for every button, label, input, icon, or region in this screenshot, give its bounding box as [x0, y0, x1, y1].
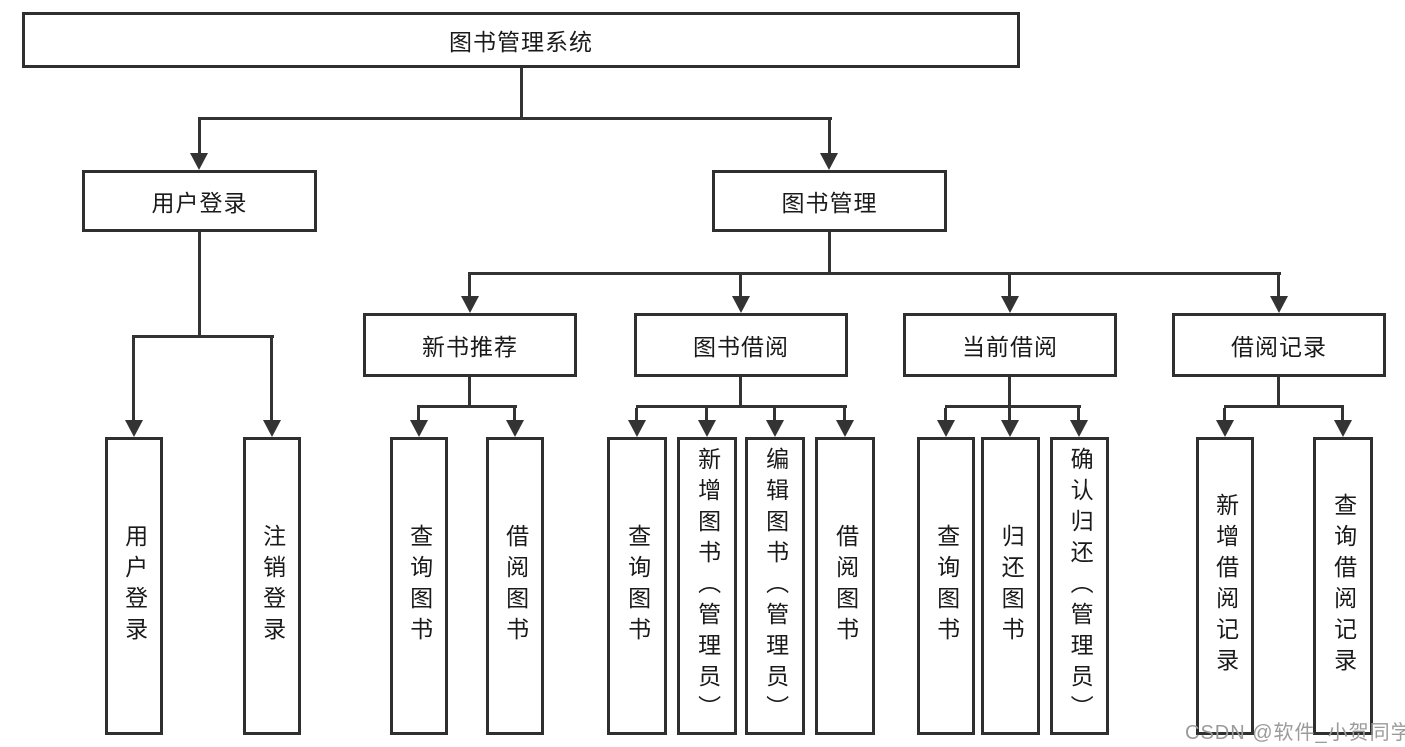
arrowhead-down-icon: [1001, 296, 1019, 313]
leaf-add-books-admin: 新增图书（管理员）: [677, 437, 737, 735]
arrowhead-down-icon: [1334, 420, 1352, 437]
node-label: 借阅图书: [832, 524, 859, 648]
connector-group-split: [945, 405, 1081, 408]
node-label: 确认归还（管理员）: [1067, 446, 1094, 726]
leaf-borrow-books: 借阅图书: [815, 437, 875, 735]
arrowhead-down-icon: [190, 153, 208, 170]
connector-shaft: [417, 408, 420, 421]
arrowhead-down-icon: [461, 296, 479, 313]
connector-level3-split: [468, 272, 1281, 275]
node-new-book-recommend: 新书推荐: [363, 313, 577, 377]
connector-shaft: [739, 275, 742, 297]
leaf-query-books: 查询图书: [390, 437, 448, 735]
node-label: 图书管理: [781, 190, 878, 216]
connector-shaft: [1077, 408, 1080, 421]
connector-shaft: [1277, 275, 1280, 297]
arrowhead-down-icon: [1001, 420, 1019, 437]
connector-shaft: [635, 408, 638, 421]
node-label: 查询图书: [933, 524, 960, 648]
node-current-borrowing: 当前借阅: [903, 313, 1117, 377]
connector-shaft: [1008, 275, 1011, 297]
node-label: 借阅图书: [502, 524, 529, 648]
arrowhead-down-icon: [766, 420, 784, 437]
connector-book-mgmt-trunk: [828, 232, 831, 272]
connector-group-trunk: [1277, 377, 1280, 405]
connector-shaft: [944, 408, 947, 421]
arrowhead-down-icon: [1216, 420, 1234, 437]
node-label: 新增借阅记录: [1212, 493, 1239, 679]
node-label: 查询借阅记录: [1330, 493, 1357, 679]
leaf-query-books: 查询图书: [607, 437, 667, 735]
leaf-query-books: 查询图书: [917, 437, 975, 735]
connector-shaft: [132, 338, 135, 422]
node-label: 注销登录: [259, 524, 286, 648]
leaf-add-borrow-record: 新增借阅记录: [1196, 437, 1254, 735]
node-library-management-system: 图书管理系统: [22, 12, 1020, 68]
connector-group-split: [636, 405, 847, 408]
connector-level2-split: [198, 117, 832, 120]
node-label: 归还图书: [998, 524, 1025, 648]
leaf-user-login: 用户登录: [105, 437, 163, 735]
connector-shaft: [468, 275, 471, 297]
watermark: CSDN @软件_小贺同学: [1185, 722, 1405, 744]
arrowhead-down-icon: [263, 420, 281, 437]
connector-user-login-trunk: [198, 232, 201, 335]
connector-shaft: [1008, 408, 1011, 421]
connector-user-login-split: [132, 335, 274, 338]
node-label: 查询图书: [624, 524, 651, 648]
connector-group-split: [1224, 405, 1344, 408]
arrowhead-down-icon: [628, 420, 646, 437]
leaf-query-borrow-record: 查询借阅记录: [1313, 437, 1373, 735]
connector-root-trunk: [520, 68, 523, 117]
node-label: 新书推荐: [422, 334, 518, 360]
node-user-login: 用户登录: [82, 170, 317, 232]
connector-shaft: [1341, 408, 1344, 421]
node-borrowing-records: 借阅记录: [1172, 313, 1386, 377]
arrowhead-down-icon: [506, 420, 524, 437]
connector-shaft: [828, 120, 831, 154]
node-label: 新增图书（管理员）: [694, 446, 721, 726]
connector-shaft: [773, 408, 776, 421]
arrowhead-down-icon: [937, 420, 955, 437]
leaf-confirm-return-admin: 确认归还（管理员）: [1050, 437, 1109, 735]
connector-shaft: [198, 120, 201, 154]
node-label: 图书管理系统: [449, 29, 593, 55]
arrowhead-down-icon: [410, 420, 428, 437]
node-book-management: 图书管理: [712, 170, 947, 232]
arrowhead-down-icon: [836, 420, 854, 437]
arrowhead-down-icon: [125, 420, 143, 437]
connector-shaft: [705, 408, 708, 421]
connector-group-split: [417, 405, 517, 408]
leaf-logout: 注销登录: [243, 437, 301, 735]
connector-shaft: [513, 408, 516, 421]
node-book-borrowing: 图书借阅: [634, 313, 848, 377]
arrowhead-down-icon: [1270, 296, 1288, 313]
arrowhead-down-icon: [732, 296, 750, 313]
connector-group-trunk: [739, 377, 742, 405]
connector-group-trunk: [468, 377, 471, 405]
arrowhead-down-icon: [698, 420, 716, 437]
arrowhead-down-icon: [1070, 420, 1088, 437]
connector-shaft: [1223, 408, 1226, 421]
connector-shaft: [843, 408, 846, 421]
node-label: 用户登录: [121, 524, 148, 648]
node-label: 编辑图书（管理员）: [762, 446, 789, 726]
leaf-edit-books-admin: 编辑图书（管理员）: [745, 437, 805, 735]
node-label: 借阅记录: [1231, 334, 1327, 360]
connector-group-trunk: [1008, 377, 1011, 405]
connector-shaft: [270, 338, 273, 422]
arrowhead-down-icon: [820, 153, 838, 170]
node-label: 当前借阅: [962, 334, 1058, 360]
node-label: 图书借阅: [693, 334, 789, 360]
node-label: 查询图书: [406, 524, 433, 648]
node-label: 用户登录: [151, 190, 248, 216]
leaf-borrow-books: 借阅图书: [486, 437, 544, 735]
leaf-return-books: 归还图书: [981, 437, 1040, 735]
